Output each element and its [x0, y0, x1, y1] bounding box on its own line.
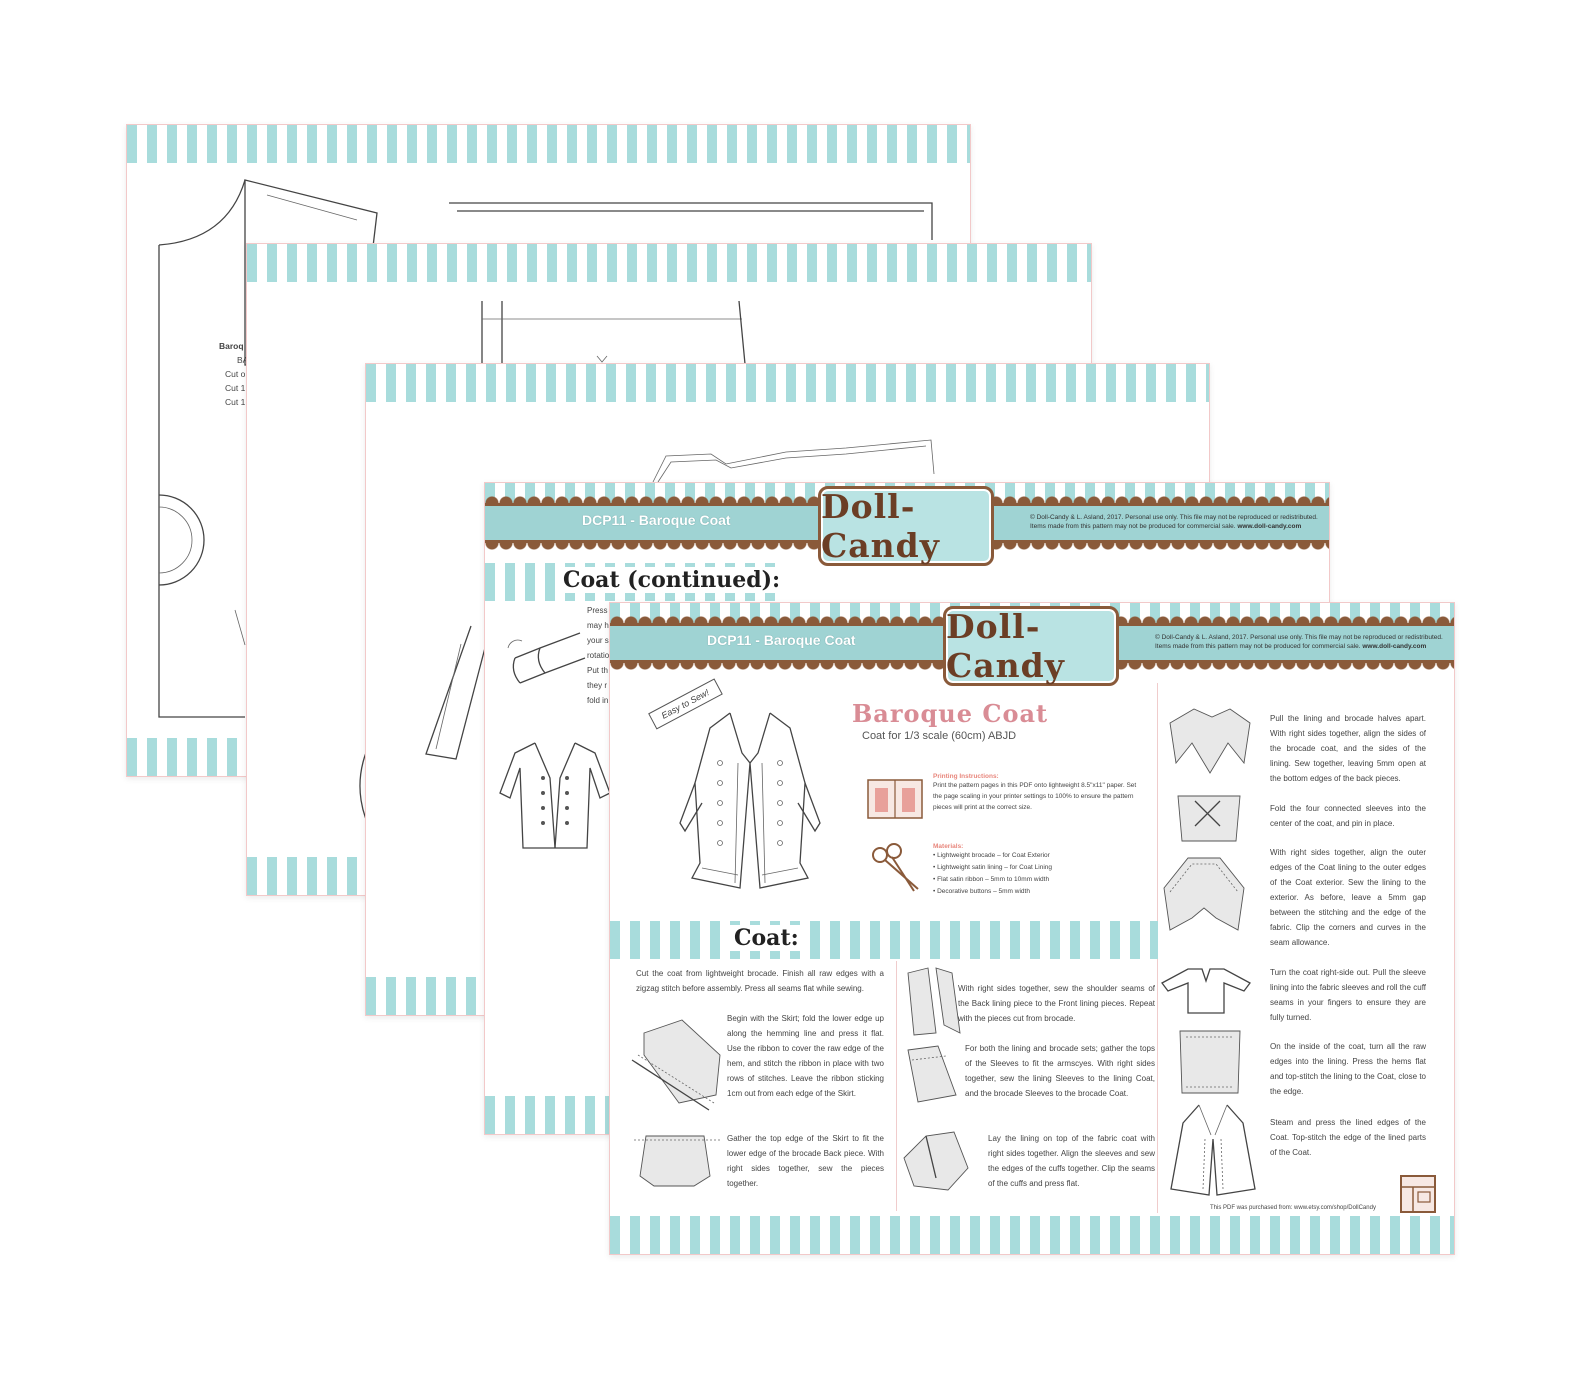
pattern-title: Baroque Coat — [852, 699, 1049, 728]
pattern-piece-title: Baroq — [219, 341, 244, 351]
skirt-hem-illustration — [631, 1019, 721, 1111]
copyright-notice: © Doll-Candy & L. Asland, 2017. Personal… — [1030, 514, 1318, 530]
step-text: With right sides together, sew the shoul… — [958, 984, 1155, 1023]
step-text: Gather the top edge of the Skirt to fit … — [727, 1134, 884, 1188]
pattern-piece-line: Cut 1 — [225, 397, 246, 407]
header-band: DCP11 - Baroque Coat Doll-Candy © Doll-C… — [485, 483, 1329, 566]
section-heading: Coat: — [726, 925, 807, 951]
stripe-border-bottom — [610, 1216, 1454, 1254]
printing-text: Print the pattern pages in this PDF onto… — [933, 782, 1137, 811]
section-stripe — [610, 921, 1158, 959]
materials-section: Materials: • Lightweight brocade – for C… — [933, 843, 1153, 898]
finished-coat-illustration — [1170, 1104, 1256, 1196]
pattern-piece-line: Cut 1 — [225, 383, 246, 393]
materials-item: • Flat satin ribbon – 5mm to 10mm width — [933, 876, 1050, 883]
step-text: Lay the lining on top of the fabric coat… — [988, 1134, 1155, 1188]
pattern-code: DCP11 - Baroque Coat — [707, 632, 856, 648]
stripe-border-top — [247, 244, 1091, 282]
brand-logo: Doll-Candy — [818, 486, 994, 566]
step-text: Fold the four connected sleeves into the… — [1270, 804, 1426, 828]
printing-heading: Printing Instructions: — [933, 773, 999, 780]
pattern-piece-outline — [158, 179, 933, 718]
step-text: With right sides together, align the out… — [1270, 848, 1426, 947]
header-band: DCP11 - Baroque Coat Doll-Candy © Doll-C… — [610, 603, 1454, 686]
intro-text: Cut the coat from lightweight brocade. F… — [636, 969, 884, 993]
step-text: For both the lining and brocade sets; ga… — [965, 1044, 1155, 1098]
turn-coat-illustration — [1161, 968, 1251, 1014]
side-seam-illustration — [1169, 708, 1251, 774]
section-heading: Coat (continued): — [555, 567, 789, 593]
cuff-illustration — [507, 632, 586, 684]
materials-heading: Materials: — [933, 843, 964, 850]
baroque-coat-illustration — [679, 712, 821, 889]
shop-logo-icon — [1400, 1175, 1436, 1213]
outer-edges-illustration — [1163, 857, 1245, 931]
purchase-footer: This PDF was purchased from: www.etsy.co… — [1210, 1205, 1376, 1211]
instruction-sheet-front: DCP11 - Baroque Coat Doll-Candy © Doll-C… — [609, 602, 1455, 1255]
step-text: Pull the lining and brocade halves apart… — [1270, 714, 1426, 783]
skirt-gather-illustration — [634, 1135, 720, 1187]
pattern-code: DCP11 - Baroque Coat — [582, 512, 731, 528]
website-link[interactable]: www.doll-candy.com — [1237, 523, 1302, 530]
materials-item: • Lightweight satin lining – for Coat Li… — [933, 864, 1052, 871]
copyright-notice: © Doll-Candy & L. Asland, 2017. Personal… — [1155, 634, 1443, 650]
step-text: Turn the coat right-side out. Pull the s… — [1270, 968, 1426, 1022]
website-link[interactable]: www.doll-candy.com — [1362, 643, 1427, 650]
pattern-subtitle: Coat for 1/3 scale (60cm) ABJD — [862, 730, 1017, 742]
brand-logo-text: Doll-Candy — [946, 607, 1065, 685]
pattern-piece-label: Baroq BA Cut o Cut 1 Cut 1 — [219, 339, 248, 409]
brand-logo: Doll-Candy — [943, 606, 1119, 686]
lining-layer-illustration — [903, 1131, 969, 1191]
pattern-piece-line: Cut o — [225, 369, 246, 379]
column-divider — [896, 961, 897, 1211]
stripe-border-top — [366, 364, 1209, 402]
scissors-icon — [872, 843, 919, 892]
shoulder-seam-illustration — [907, 967, 961, 1036]
sleeve-attach-illustration — [907, 1045, 957, 1103]
step-text: On the inside of the coat, turn all the … — [1270, 1042, 1426, 1096]
fold-sleeves-illustration — [1177, 795, 1241, 842]
materials-item: • Decorative buttons – 5mm width — [933, 888, 1030, 895]
book-icon — [867, 779, 923, 819]
brand-logo-text: Doll-Candy — [821, 487, 940, 565]
pattern-piece-outline — [425, 439, 935, 760]
coat-front-illustration — [499, 742, 611, 849]
printing-instructions: Printing Instructions: Print the pattern… — [933, 773, 1138, 813]
stripe-border-top — [127, 125, 970, 163]
continued-text: Press may h your s rotatio Put th they r… — [587, 606, 610, 705]
step-text: Begin with the Skirt; fold the lower edg… — [727, 1014, 884, 1098]
pattern-piece-line: BA — [237, 355, 249, 365]
top-stitch-illustration — [1179, 1030, 1241, 1094]
materials-item: • Lightweight brocade – for Coat Exterio… — [933, 852, 1050, 859]
step-text: Steam and press the lined edges of the C… — [1270, 1118, 1426, 1157]
